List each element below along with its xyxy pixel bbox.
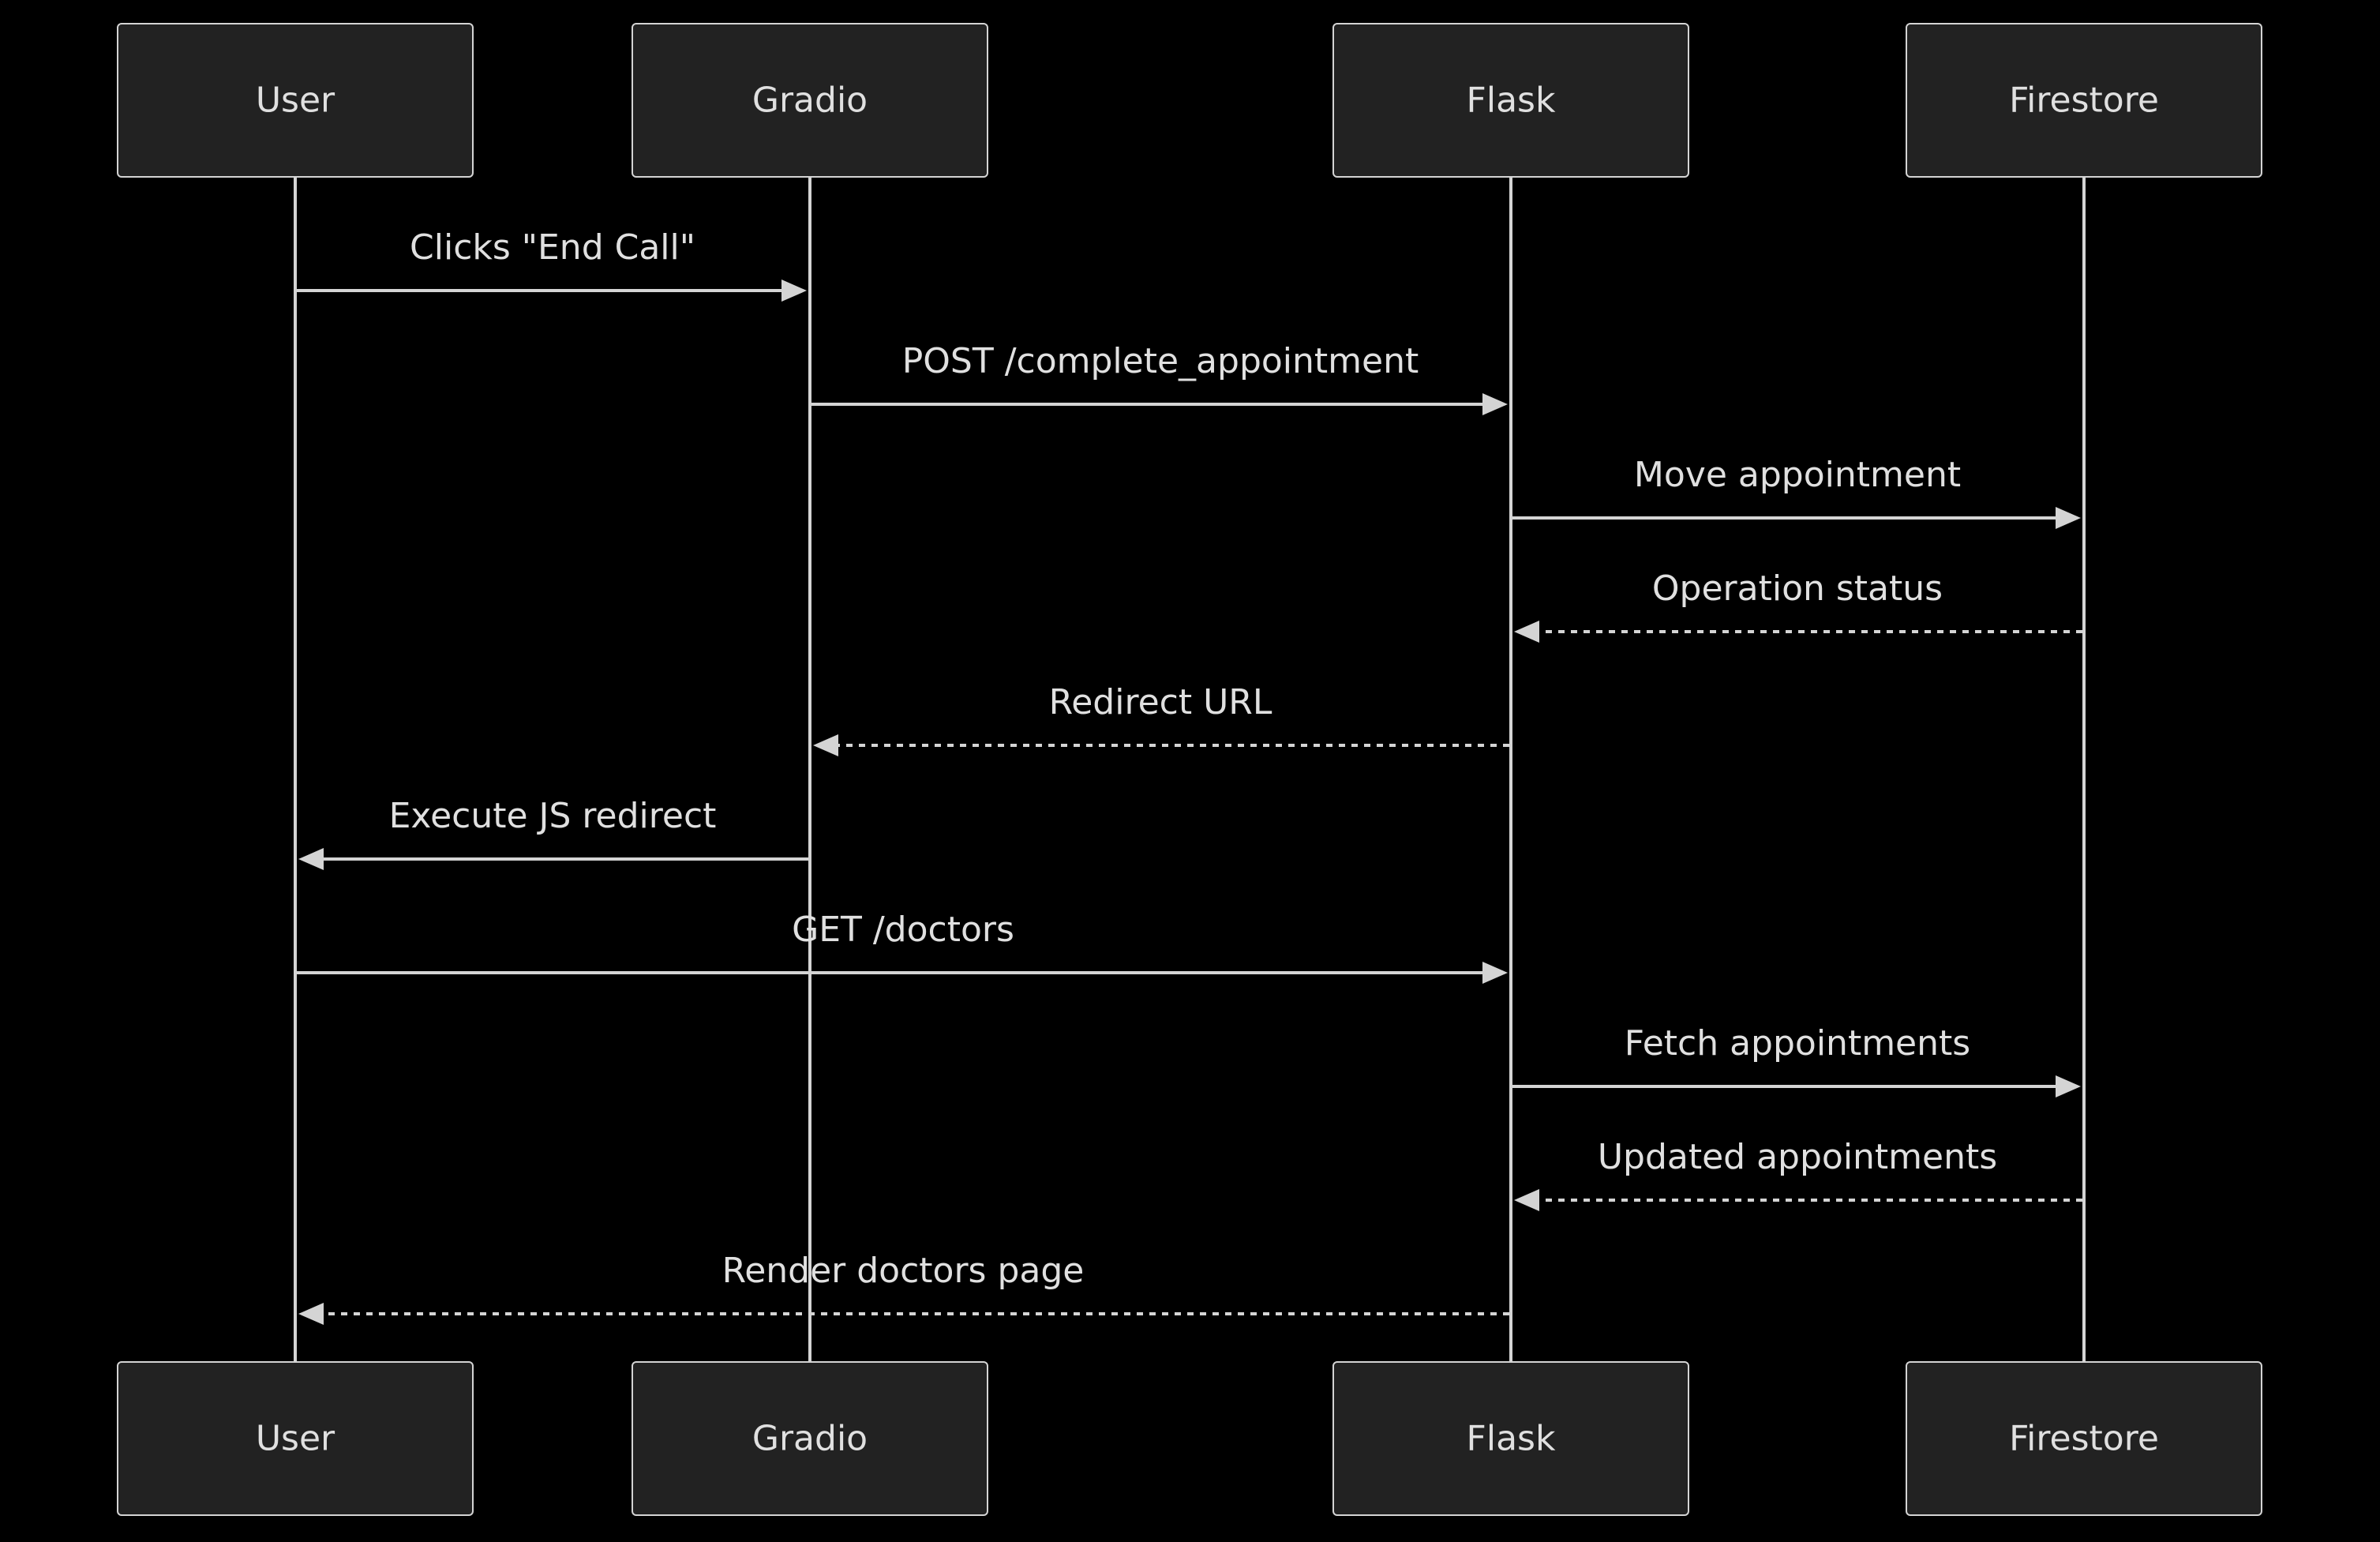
actor-firestore-bottom: Firestore [1906, 1361, 2262, 1516]
actor-box [1906, 23, 2262, 178]
actor-gradio-bottom: Gradio [632, 1361, 988, 1516]
actor-box [1906, 1361, 2262, 1516]
lifelines [294, 177, 2086, 1362]
message-label: Fetch appointments [1625, 1023, 1970, 1064]
arrowhead-icon [2056, 1075, 2081, 1097]
actor-label: Firestore [2009, 1419, 2159, 1459]
actors: UserUserGradioGradioFlaskFlaskFirestoreF… [117, 23, 2262, 1516]
message-label: Updated appointments [1598, 1137, 1997, 1177]
message-4: Operation status [1514, 568, 2082, 643]
actor-label: Flask [1467, 81, 1556, 121]
message-label: Move appointment [1634, 455, 1961, 495]
actor-flask-top: Flask [1332, 23, 1689, 178]
arrowhead-icon [1482, 962, 1508, 984]
actor-gradio-top: Gradio [632, 23, 988, 178]
message-label: Clicks "End Call" [410, 227, 695, 268]
actor-label: Gradio [752, 81, 868, 121]
message-label: POST /complete_appointment [902, 341, 1419, 381]
arrowhead-icon [1514, 621, 1539, 643]
actor-user-top: User [117, 23, 474, 178]
actor-box [632, 23, 988, 178]
actor-flask-bottom: Flask [1332, 1361, 1689, 1516]
message-label: Render doctors page [722, 1251, 1085, 1291]
message-5: Redirect URL [813, 682, 1509, 756]
message-7: GET /doctors [297, 910, 1508, 984]
messages: Clicks "End Call" POST /complete_appointm… [297, 227, 2082, 1325]
message-2: POST /complete_appointment [811, 341, 1508, 415]
message-9: Updated appointments [1514, 1137, 2082, 1211]
actor-label: Firestore [2009, 81, 2159, 121]
message-label: Execute JS redirect [389, 796, 717, 836]
arrowhead-icon [298, 848, 324, 870]
actor-firestore-top: Firestore [1906, 23, 2262, 178]
arrowhead-icon [1514, 1189, 1539, 1211]
arrowhead-icon [2056, 507, 2081, 529]
message-label: Operation status [1652, 568, 1943, 609]
actor-label: User [256, 1419, 335, 1459]
message-10: Render doctors page [298, 1251, 1509, 1325]
actor-box [632, 1361, 988, 1516]
message-label: Redirect URL [1049, 682, 1272, 722]
actor-box [1332, 1361, 1689, 1516]
message-6: Execute JS redirect [298, 796, 808, 870]
actor-label: User [256, 81, 335, 121]
actor-box [117, 1361, 474, 1516]
arrowhead-icon [298, 1303, 324, 1325]
actor-box [1332, 23, 1689, 178]
actor-box [117, 23, 474, 178]
actor-user-bottom: User [117, 1361, 474, 1516]
actor-label: Gradio [752, 1419, 868, 1459]
arrowhead-icon [781, 280, 807, 302]
arrowhead-icon [813, 734, 838, 756]
message-1: Clicks "End Call" [297, 227, 807, 302]
message-8: Fetch appointments [1512, 1023, 2081, 1097]
arrowhead-icon [1482, 393, 1508, 415]
message-3: Move appointment [1512, 455, 2081, 529]
message-label: GET /doctors [792, 910, 1014, 950]
actor-label: Flask [1467, 1419, 1556, 1459]
